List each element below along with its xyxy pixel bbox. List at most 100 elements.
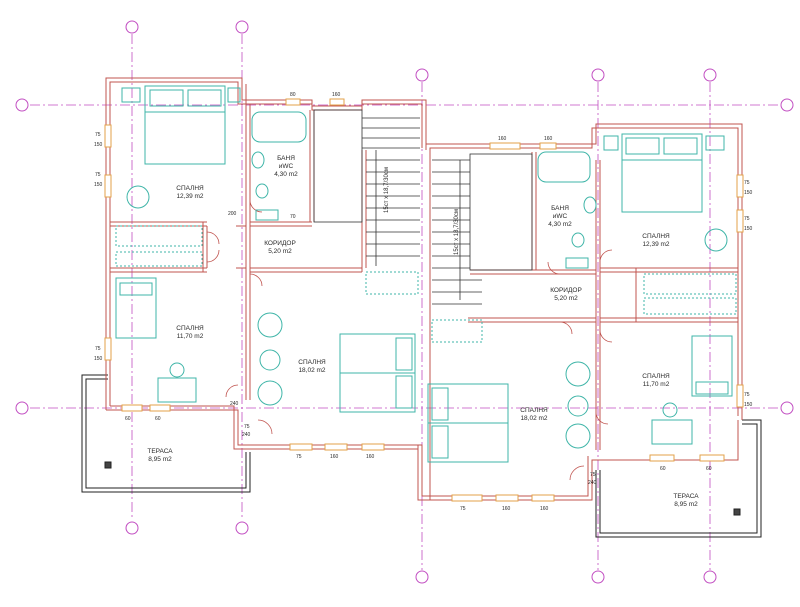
dimension-labels: 75 150 75 150 75 150 60 60 240 75 240 80… [94, 92, 753, 512]
window [699, 454, 725, 462]
dim-label: 150 [94, 182, 103, 188]
grid-bubble [703, 68, 717, 82]
room-corr-b-name: КОРИДОР [550, 287, 582, 294]
grid-bubble [235, 20, 249, 34]
door-swing [249, 199, 263, 213]
room-bath-a-area: 4,30 m2 [274, 171, 298, 178]
room-ter-b-name: ТЕРАСА [673, 493, 699, 500]
door-swing [569, 465, 585, 481]
grid-bubbles [15, 20, 794, 584]
dim-label: 60 [660, 466, 666, 472]
door-swing [595, 411, 609, 425]
door-swing [206, 249, 220, 263]
grid-bubble [125, 521, 139, 535]
dim-label: 75 [95, 346, 101, 352]
door-swing [599, 329, 613, 343]
armchair [565, 361, 591, 387]
grid-bubble [415, 68, 429, 82]
dim-label: 160 [330, 454, 339, 460]
window [104, 124, 112, 148]
stair-a-label: 15ст x 18,7/30см [384, 167, 390, 213]
grid-bubble [591, 570, 605, 584]
walls-unit-b [417, 123, 743, 501]
door-swing [225, 384, 239, 398]
grid-bubble [125, 20, 139, 34]
room-bed-b2-area: 11,70 m2 [643, 381, 670, 388]
wardrobe [115, 251, 203, 267]
dim-label: 75 [95, 132, 101, 138]
dim-label: 160 [498, 136, 507, 142]
single-bed [691, 335, 733, 397]
room-bath-b-name: БАНЯ [551, 205, 569, 212]
dim-label: 75 [95, 172, 101, 178]
wardrobe [643, 297, 737, 315]
grid-axes [30, 34, 780, 570]
washing-machine [565, 257, 589, 269]
walls-unit-a [105, 77, 427, 455]
room-bath-b-area: 4,30 m2 [548, 221, 572, 228]
door-swing [257, 419, 273, 435]
dim-label: 240 [588, 480, 597, 486]
armchair [704, 228, 728, 252]
armchair [257, 380, 283, 406]
dim-label: 150 [744, 190, 753, 196]
windows [104, 98, 744, 502]
dim-label: 70 [290, 214, 296, 220]
room-corr-b-area: 5,20 m2 [554, 295, 578, 302]
dim-label: 160 [366, 454, 375, 460]
dim-label: 160 [544, 136, 553, 142]
window [121, 404, 143, 412]
nightstand [227, 87, 241, 103]
room-bed-b1-area: 12,39 m2 [642, 241, 669, 248]
grid-bubble [591, 68, 605, 82]
dim-label: 60 [155, 416, 161, 422]
coffee-table [259, 349, 281, 371]
grid-bubble [780, 401, 794, 415]
bathtub [537, 151, 591, 183]
room-bed-a1-area: 12,39 m2 [176, 193, 203, 200]
door-swing [206, 231, 220, 245]
room-bath-a-name: БАНЯ [277, 155, 295, 162]
window [539, 142, 557, 150]
washbasin [251, 151, 265, 169]
dim-label: 160 [540, 506, 549, 512]
room-bed-a1-name: СПАЛНЯ [176, 185, 204, 192]
dim-label: 75 [244, 424, 250, 430]
dim-label: 75 [590, 472, 596, 478]
room-ter-b-area: 8,95 m2 [674, 501, 698, 508]
armchair [126, 185, 150, 209]
room-corr-a-name: КОРИДОР [264, 240, 296, 247]
door-swing [547, 261, 561, 275]
room-corr-a-area: 5,20 m2 [268, 248, 292, 255]
washbasin [583, 196, 597, 214]
single-bed [115, 277, 157, 339]
dim-label: 160 [502, 506, 511, 512]
dim-label: 240 [230, 401, 239, 407]
bathtub [251, 111, 307, 143]
room-ter-a-name: ТЕРАСА [147, 448, 173, 455]
dim-label: 150 [744, 226, 753, 232]
washing-machine [255, 209, 279, 221]
dim-label: 75 [460, 506, 466, 512]
double-bed [621, 133, 703, 213]
door-swing [249, 273, 263, 287]
window [495, 494, 519, 502]
toilet [255, 183, 269, 199]
stair-a [313, 109, 420, 266]
wardrobe [431, 319, 483, 343]
dim-label: 75 [744, 392, 750, 398]
window [649, 454, 675, 462]
grid-bubble [703, 570, 717, 584]
dim-label: 200 [228, 211, 237, 217]
stair-b-label: 15ст x 18,7/30см [454, 209, 460, 255]
room-bed-b3-name: СПАЛНЯ [520, 407, 548, 414]
room-bed-a3-name: СПАЛНЯ [298, 359, 326, 366]
window [289, 443, 313, 451]
window [329, 98, 345, 106]
dim-label: 75 [744, 216, 750, 222]
dim-label: 240 [242, 432, 251, 438]
wardrobe [643, 273, 737, 295]
furniture [115, 85, 737, 463]
stair-b [432, 153, 533, 305]
